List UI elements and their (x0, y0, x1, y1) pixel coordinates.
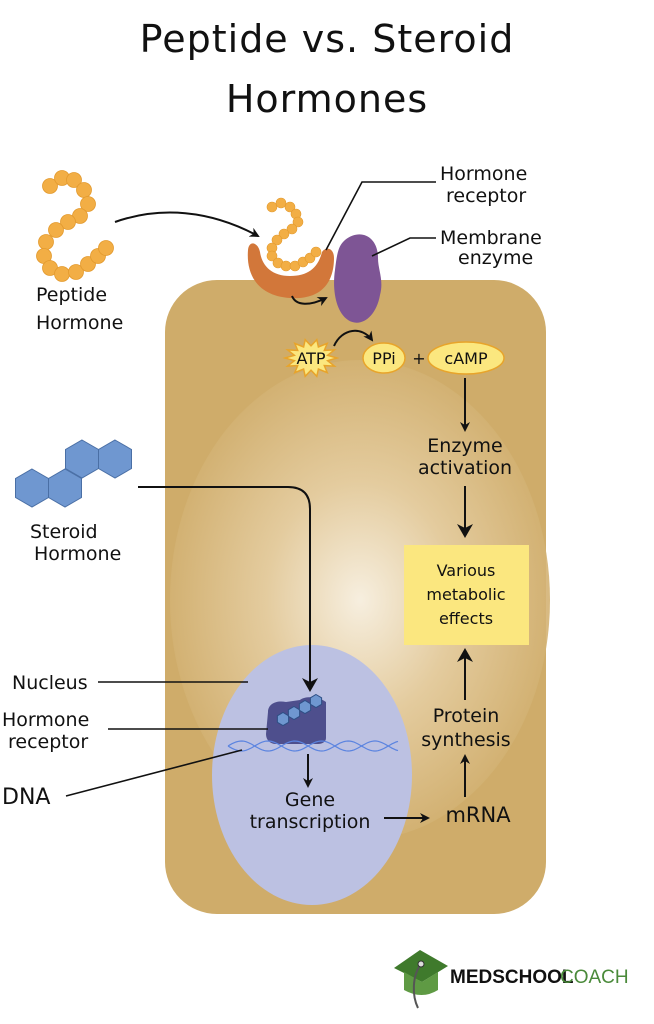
steroid-label-2: Hormone (34, 543, 121, 565)
leader-hormone-receptor (325, 181, 436, 251)
binding-arrow (114, 211, 260, 237)
peptide-bead (266, 201, 278, 213)
peptide-bead (60, 214, 76, 230)
nuclear-receptor-label-1: Hormone (2, 709, 89, 731)
metabolic-effects-box (404, 545, 529, 645)
peptide-bead (98, 240, 114, 256)
activation-label-2: activation (418, 457, 512, 479)
title-line-2: Hormones (226, 77, 428, 121)
peptide-bead (271, 234, 283, 246)
peptide-bead (66, 172, 82, 188)
receptor-label-1: Hormone (440, 163, 527, 185)
dna-strand (227, 740, 399, 752)
nucleus (212, 645, 412, 905)
steroid-hormone-icon (15, 439, 132, 508)
peptide-bead (68, 264, 84, 280)
effects-label-2: metabolic (426, 585, 505, 604)
logo-text-light: COACH (560, 967, 629, 988)
steroid-ring (287, 705, 301, 721)
peptide-bead (310, 246, 322, 258)
enzyme-label-2: enzyme (458, 247, 533, 269)
atp-label: ATP (296, 349, 325, 368)
mrna-label: mRNA (445, 803, 511, 827)
plus-sign: + (412, 349, 425, 368)
transcription-label-1: Gene (285, 789, 335, 811)
effects-label-1: Various (437, 561, 496, 580)
peptide-bead (278, 228, 290, 240)
bound-peptide-icon (266, 197, 322, 272)
medschoolcoach-logo[interactable]: MEDSCHOOL COACH (394, 950, 629, 1009)
receptor-label-2: receptor (446, 185, 526, 207)
peptide-bead (38, 234, 54, 250)
peptide-bead (266, 250, 278, 262)
protein-label-2: synthesis (421, 729, 510, 751)
atp-burst-icon (282, 338, 340, 378)
dna-helix (227, 740, 399, 752)
leader-dna (65, 749, 243, 797)
title-line-1: Peptide vs. Steroid (140, 17, 515, 61)
activation-arrow (291, 295, 328, 307)
peptide-bead (280, 260, 292, 272)
membrane-enzyme (334, 234, 382, 323)
steroid-ring (98, 439, 132, 479)
steroid-ring (309, 693, 323, 709)
peptide-bead (284, 201, 296, 213)
bound-steroid-icon (276, 693, 323, 727)
peptide-bead (42, 178, 58, 194)
ppi-bubble (362, 342, 406, 374)
peptide-bead (292, 216, 304, 228)
ppi-label: PPi (372, 349, 395, 368)
peptide-label-2: Hormone (36, 312, 123, 334)
peptide-bead (48, 222, 64, 238)
protein-label-1: Protein (433, 705, 500, 727)
camp-bubble (427, 341, 505, 375)
steroid-ring (276, 711, 290, 727)
atp-conversion-arrow (333, 330, 374, 347)
peptide-hormone-icon (36, 170, 114, 282)
activation-label-1: Enzyme (427, 435, 502, 457)
leader-membrane-enzyme (371, 237, 436, 257)
graduation-cap-icon (394, 950, 448, 1009)
membrane-hormone-receptor (247, 243, 334, 299)
peptide-bead (286, 223, 298, 235)
steroid-ring (48, 468, 82, 508)
peptide-bead (80, 196, 96, 212)
dna-strand (227, 740, 399, 752)
nucleus-label: Nucleus (12, 672, 88, 694)
enzyme-label-1: Membrane (440, 227, 542, 249)
nuclear-receptor-label-2: receptor (8, 731, 88, 753)
dna-label: DNA (2, 785, 50, 810)
peptide-bead (275, 197, 287, 209)
logo-text-bold: MEDSCHOOL (450, 967, 574, 988)
peptide-bead (54, 266, 70, 282)
steroid-ring (298, 699, 312, 715)
effects-label-3: effects (439, 609, 493, 628)
steroid-ring (15, 468, 49, 508)
transcription-label-2: transcription (250, 811, 371, 833)
camp-label: cAMP (444, 349, 488, 368)
steroid-entry-arrow (138, 486, 318, 692)
peptide-bead (76, 182, 92, 198)
peptide-label-1: Peptide (36, 284, 107, 306)
steroid-label-1: Steroid (30, 521, 98, 543)
